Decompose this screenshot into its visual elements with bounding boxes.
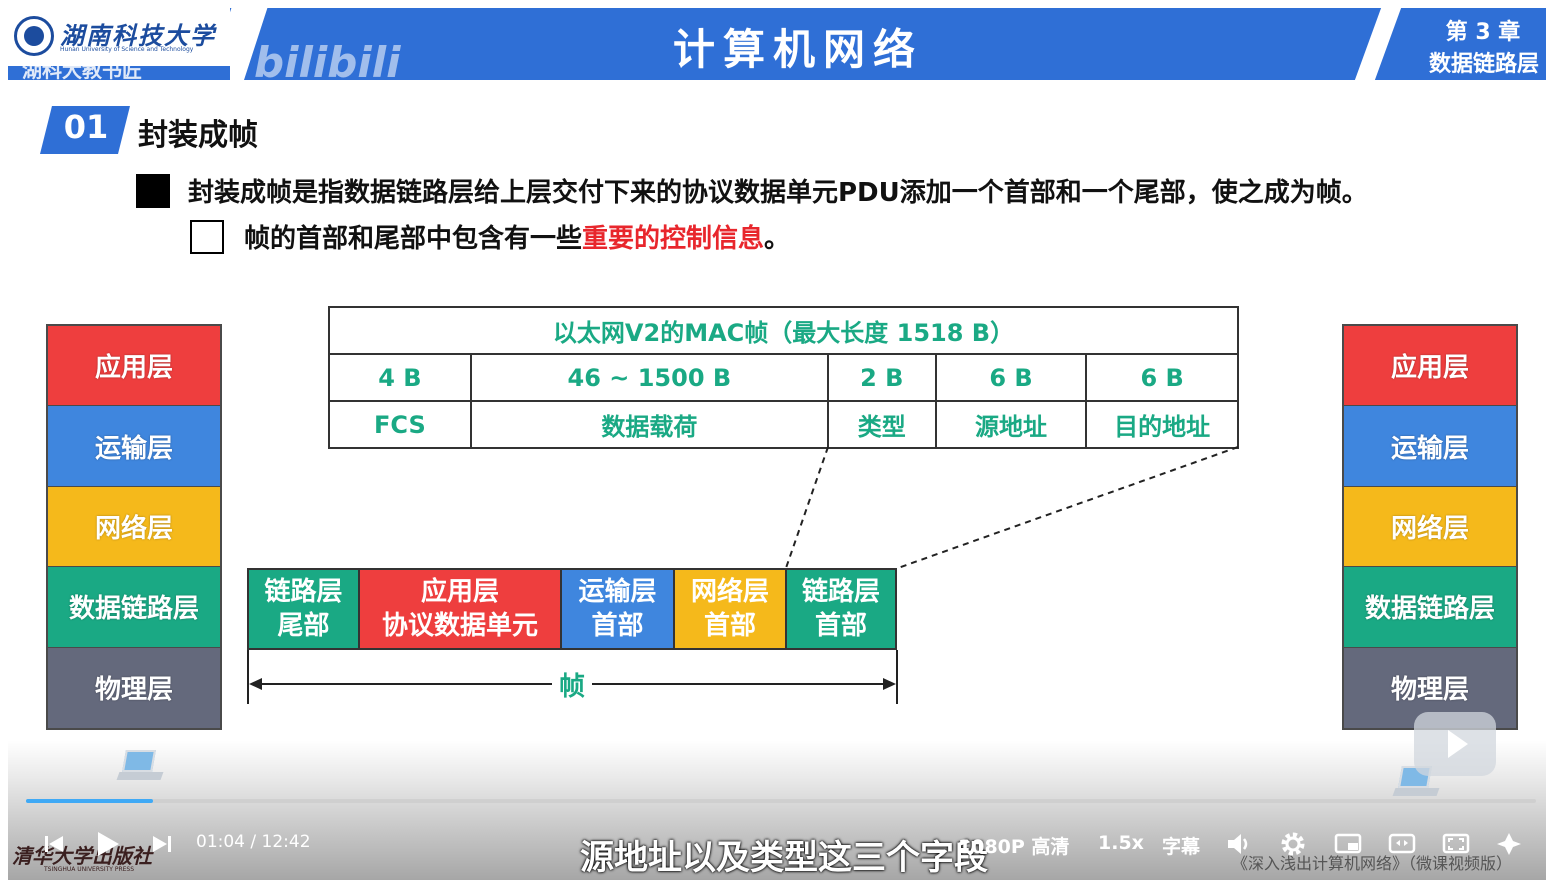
layer-application: 应用层 bbox=[1344, 326, 1516, 407]
slide-title: 计算机网络 bbox=[672, 25, 923, 74]
field-type: 类型 bbox=[826, 400, 937, 449]
seg-line1: 应用层 bbox=[420, 577, 499, 607]
seg-line2: 协议数据单元 bbox=[381, 611, 538, 641]
bullet-sub-prefix: 帧的首部和尾部中包含有一些 bbox=[244, 224, 583, 254]
frame-arrow-left-head bbox=[249, 678, 262, 690]
seg-line2: 尾部 bbox=[277, 611, 330, 641]
next-icon[interactable] bbox=[148, 830, 176, 858]
mac-table-caption: 以太网V2的MAC帧（最大长度 1518 B） bbox=[328, 306, 1239, 355]
layer-stack-right: 应用层 运输层 网络层 数据链路层 物理层 bbox=[1342, 324, 1518, 730]
layer-network: 网络层 bbox=[1344, 486, 1516, 568]
progress-bar-fill[interactable] bbox=[26, 799, 153, 803]
total-time: 12:42 bbox=[261, 832, 311, 852]
layer-network: 网络层 bbox=[48, 486, 220, 568]
seg-line1: 网络层 bbox=[690, 577, 769, 607]
play-icon[interactable] bbox=[90, 827, 124, 861]
field-payload: 数据载荷 bbox=[469, 400, 829, 449]
frame-seg-application-pdu: 应用层 协议数据单元 bbox=[360, 570, 562, 648]
bilibili-watermark: bilibili bbox=[254, 38, 401, 80]
layer-datalink: 数据链路层 bbox=[48, 567, 220, 648]
university-name: 湖南科技大学 bbox=[60, 21, 216, 50]
size-destination-address: 6 B bbox=[1085, 353, 1239, 402]
layer-transport: 运输层 bbox=[48, 406, 220, 487]
frame-seg-transport-header: 运输层 首部 bbox=[562, 570, 675, 648]
layer-application: 应用层 bbox=[48, 326, 220, 407]
size-fcs: 4 B bbox=[328, 353, 472, 402]
size-source-address: 6 B bbox=[934, 353, 1088, 402]
frame-seg-network-header: 网络层 首部 bbox=[675, 570, 787, 648]
seg-line2: 首部 bbox=[703, 611, 756, 641]
university-seal-icon bbox=[14, 16, 54, 56]
frame-label: 帧 bbox=[552, 666, 592, 703]
current-time: 01:04 bbox=[196, 832, 245, 852]
volume-icon[interactable] bbox=[1224, 830, 1254, 858]
player-controls-shade bbox=[8, 740, 1546, 880]
speed-button[interactable]: 1.5x bbox=[1098, 832, 1144, 854]
frame-seg-link-header: 链路层 首部 bbox=[787, 570, 895, 648]
filled-square-bullet-icon bbox=[136, 174, 170, 208]
bullet-main-text: 封装成帧是指数据链路层给上层交付下来的协议数据单元PDU添加一个首部和一个尾部，… bbox=[188, 178, 1368, 208]
layer-transport: 运输层 bbox=[1344, 406, 1516, 487]
captions-button[interactable]: 字幕 bbox=[1162, 836, 1201, 858]
seg-line1: 运输层 bbox=[578, 577, 657, 607]
seg-line2: 首部 bbox=[814, 611, 867, 641]
frame-arrow-right-head bbox=[883, 678, 896, 690]
bullet-sub-text: 帧的首部和尾部中包含有一些重要的控制信息。 bbox=[244, 218, 790, 255]
seg-line1: 链路层 bbox=[801, 577, 880, 607]
danmaku-icon[interactable] bbox=[1492, 828, 1526, 860]
college-name: 湖科大教书匠 bbox=[22, 58, 142, 80]
bullet-sub-highlight: 重要的控制信息 bbox=[582, 224, 765, 254]
layer-datalink: 数据链路层 bbox=[1344, 567, 1516, 648]
video-subtitle: 源地址以及类型这三个字段 bbox=[580, 838, 988, 878]
chapter-number: 第 3 章 bbox=[1445, 20, 1521, 45]
hollow-square-bullet-icon bbox=[190, 220, 224, 254]
layer-physical: 物理层 bbox=[48, 647, 220, 728]
section-title: 封装成帧 bbox=[138, 118, 258, 153]
layer-stack-left: 应用层 运输层 网络层 数据链路层 物理层 bbox=[46, 324, 222, 730]
field-destination-address: 目的地址 bbox=[1085, 400, 1239, 449]
time-separator: / bbox=[250, 832, 257, 852]
chapter-name: 数据链路层 bbox=[1428, 52, 1539, 77]
quality-button[interactable]: 1080P 高清 bbox=[958, 836, 1070, 858]
dashed-connector-right bbox=[897, 446, 1239, 569]
logo-stripe bbox=[8, 66, 230, 80]
publisher-logo: 清华大学出版社 bbox=[12, 844, 152, 868]
widescreen-icon[interactable] bbox=[1386, 830, 1418, 858]
size-type: 2 B bbox=[826, 353, 937, 402]
publisher-logo-en: TSINGHUA UNIVERSITY PRESS bbox=[44, 866, 135, 873]
pip-icon[interactable] bbox=[1332, 830, 1364, 858]
prev-icon[interactable] bbox=[40, 830, 68, 858]
frame-seg-link-trailer: 链路层 尾部 bbox=[249, 570, 360, 648]
floating-play-icon[interactable] bbox=[1414, 712, 1496, 776]
frame-encapsulation-bar: 链路层 尾部 应用层 协议数据单元 运输层 首部 网络层 首部 链路层 首部 bbox=[247, 568, 897, 650]
slide-header: 湖南科技大学 Hunan University of Science and T… bbox=[8, 8, 1546, 80]
seg-line2: 首部 bbox=[591, 611, 644, 641]
field-fcs: FCS bbox=[328, 400, 472, 449]
section-number: 01 bbox=[63, 108, 109, 146]
laptop-icon bbox=[116, 750, 164, 784]
seg-line1: 链路层 bbox=[264, 577, 343, 607]
fullscreen-icon[interactable] bbox=[1440, 830, 1472, 858]
size-payload: 46 ~ 1500 B bbox=[469, 353, 829, 402]
settings-icon[interactable] bbox=[1278, 829, 1308, 859]
field-source-address: 源地址 bbox=[934, 400, 1088, 449]
progress-bar-track[interactable] bbox=[26, 799, 1536, 803]
mac-frame-table: 以太网V2的MAC帧（最大长度 1518 B） 4 B 46 ~ 1500 B … bbox=[328, 306, 1239, 449]
book-title: 《深入浅出计算机网络》（微课视频版） bbox=[1232, 854, 1513, 873]
playback-time: 01:04 / 12:42 bbox=[196, 832, 311, 852]
university-name-en: Hunan University of Science and Technolo… bbox=[60, 46, 194, 53]
dashed-connector-left bbox=[785, 446, 829, 569]
bullet-sub-suffix: 。 bbox=[764, 224, 791, 254]
